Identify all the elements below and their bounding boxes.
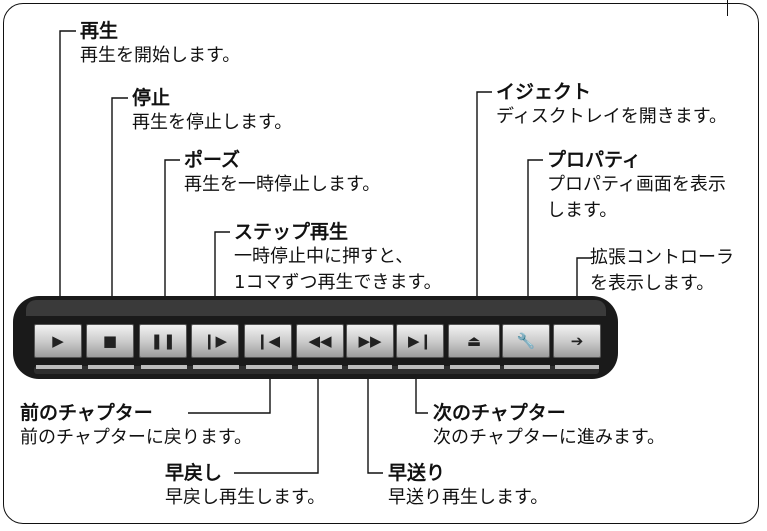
next-chapter-button[interactable]: ▶❙ [396,324,444,358]
btn-underline [298,365,342,369]
label-step-title: ステップ再生 [234,221,349,243]
label-eject-title: イジェクト [496,81,592,103]
label-stop: 停止 再生を停止します。 [132,87,292,136]
label-stop-desc: 再生を停止します。 [132,112,293,133]
btn-underline [398,365,444,369]
corner-tick [727,0,728,16]
label-expand: 拡張コントローラ を表示します。 [590,245,734,297]
label-property-title: プロパティ [547,149,641,171]
rewind-button[interactable]: ◀◀ [296,324,344,358]
property-button[interactable]: 🔧 [502,324,550,358]
label-play-title: 再生 [80,20,119,42]
label-prev-chapter: 前のチャプター 前のチャプターに戻ります。 [20,402,252,451]
step-icon: ❙▶ [202,332,228,350]
btn-underline [36,365,82,369]
label-expand-desc-2: を表示します。 [590,273,715,294]
label-next-title: 次のチャプター [433,402,566,424]
label-rewind-desc: 早戻し再生します。 [165,487,326,508]
play-button[interactable]: ▶ [34,324,82,358]
label-eject-desc: ディスクトレイを開きます。 [496,106,727,127]
leader-pause [164,159,180,342]
fast-forward-icon: ▶▶ [358,332,382,350]
btn-underline [555,365,599,369]
eject-button[interactable]: ⏏ [448,324,500,358]
label-fast-forward: 早送り 早送り再生します。 [388,462,548,511]
label-property-desc-2: します。 [547,200,618,221]
label-pause: ポーズ 再生を一時停止します。 [184,149,380,198]
pause-button[interactable]: ❚❚ [139,324,187,358]
label-pause-desc: 再生を一時停止します。 [184,174,381,195]
label-rewind-title: 早戻し [165,462,223,484]
next-chapter-icon: ▶❙ [407,332,433,350]
label-step-desc-2: 1コマずつ再生できます。 [234,272,442,293]
label-rewind: 早戻し 早戻し再生します。 [165,462,325,511]
label-property-desc-1: プロパティ画面を表示 [547,174,726,195]
label-property: プロパティ プロパティ画面を表示 します。 [547,149,726,224]
diagram-frame [3,3,759,524]
label-step-desc-1: 一時停止中に押すと、 [234,246,414,267]
label-play: 再生 再生を開始します。 [80,20,240,69]
stop-button[interactable]: ■ [86,324,134,358]
btn-underline [450,365,500,369]
label-step: ステップ再生 一時停止中に押すと、 1コマずつ再生できます。 [234,221,442,296]
label-ff-title: 早送り [388,462,446,484]
eject-icon: ⏏ [466,332,482,350]
label-expand-desc-1: 拡張コントローラ [590,247,734,268]
btn-underline [193,365,239,369]
btn-underline [88,365,134,369]
leader-property [527,159,543,342]
prev-chapter-button[interactable]: ❙◀ [244,324,292,358]
stop-icon: ■ [102,332,118,350]
label-pause-title: ポーズ [184,149,241,171]
rewind-icon: ◀◀ [308,332,332,350]
label-ff-desc: 早送り再生します。 [388,487,549,508]
player-bar-strip [34,366,599,374]
leader-rewind [234,350,319,474]
label-prev-desc: 前のチャプターに戻ります。 [20,427,253,448]
arrow-right-icon: ➔ [570,332,584,350]
label-next-desc: 次のチャプターに進みます。 [433,427,666,448]
label-eject: イジェクト ディスクトレイを開きます。 [496,81,727,130]
player-bar-top [26,300,606,316]
step-button[interactable]: ❙▶ [191,324,239,358]
label-stop-title: 停止 [132,87,171,109]
btn-underline [141,365,187,369]
label-play-desc: 再生を開始します。 [80,45,241,66]
fast-forward-button[interactable]: ▶▶ [346,324,394,358]
wrench-icon: 🔧 [516,332,536,350]
prev-chapter-icon: ❙◀ [255,332,281,350]
expand-button[interactable]: ➔ [553,324,601,358]
leader-stop [111,97,128,342]
btn-underline [246,365,292,369]
btn-underline [504,365,550,369]
leader-eject [476,91,492,342]
label-prev-title: 前のチャプター [20,402,153,424]
btn-underline [348,365,392,369]
label-next-chapter: 次のチャプター 次のチャプターに進みます。 [433,402,665,451]
leader-play [59,30,76,342]
pause-icon: ❚❚ [150,332,176,350]
leader-ff [367,350,383,474]
play-icon: ▶ [52,332,64,350]
